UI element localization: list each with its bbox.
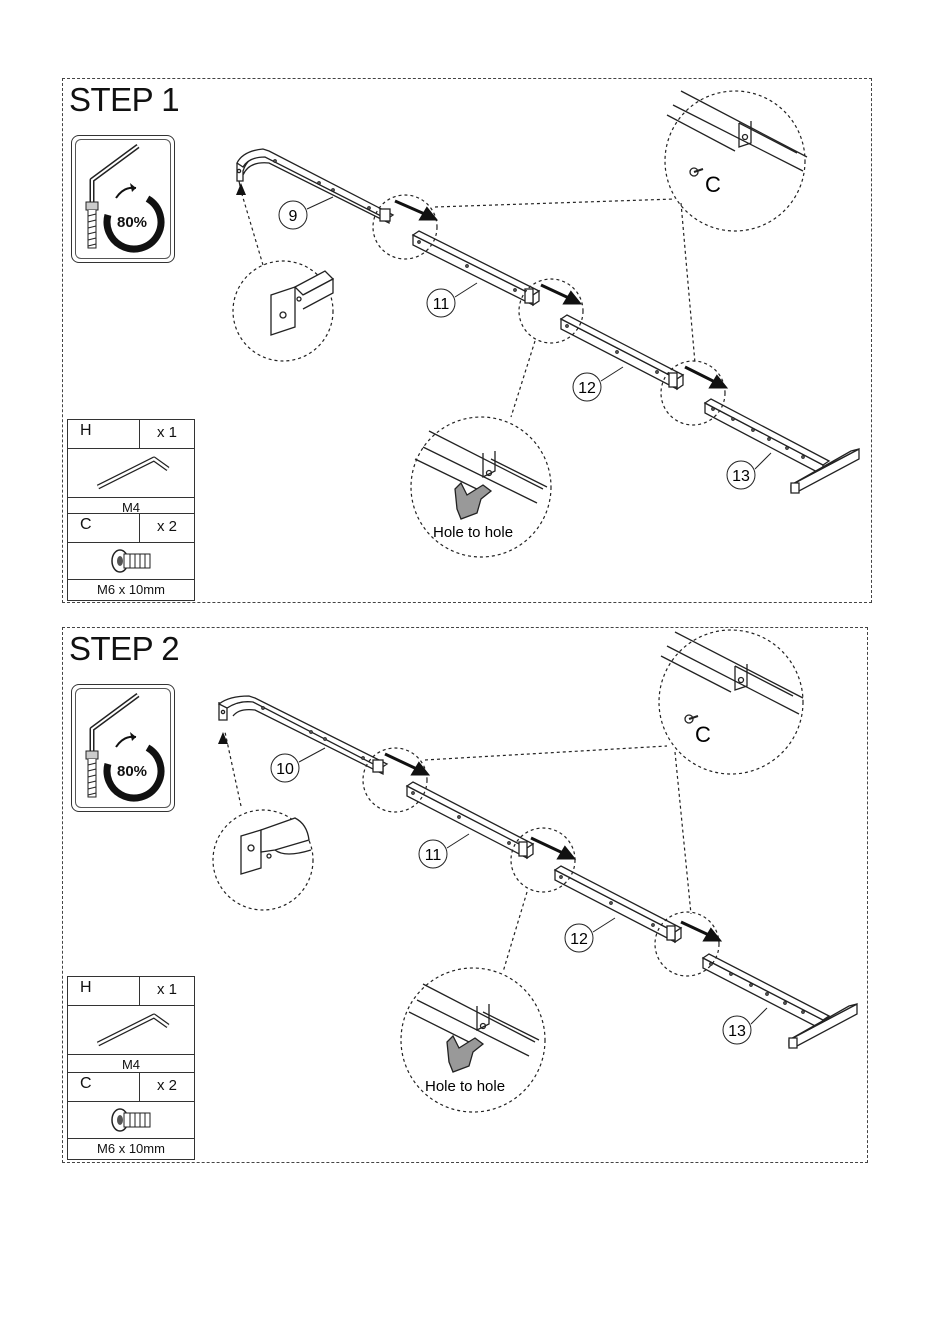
tube-number: 12 xyxy=(578,380,596,397)
assembly-diagram: C Hole to hole 9 11 12 13 xyxy=(63,79,873,604)
part-number-labels: 9 11 12 13 xyxy=(279,201,755,489)
tube-number: 12 xyxy=(570,931,588,948)
hole-to-hole-label: Hole to hole xyxy=(425,1078,505,1095)
tube-number: 10 xyxy=(276,761,294,778)
assembly-diagram: C Hole to hole 10 11 12 13 xyxy=(63,628,869,1164)
tube-number: 11 xyxy=(425,847,442,864)
tube-number: 13 xyxy=(728,1023,746,1040)
step-2-panel: STEP 2 80% H x 1 M4 xyxy=(62,627,868,1163)
hole-detail xyxy=(415,431,547,519)
part-number-labels: 10 11 12 13 xyxy=(271,754,751,1044)
detail-callouts xyxy=(233,91,805,557)
screw-detail xyxy=(661,632,803,723)
screw-c-label: C xyxy=(705,172,721,197)
tube-number: 13 xyxy=(732,468,750,485)
bracket-detail xyxy=(241,818,311,874)
detail-callouts xyxy=(213,630,803,1112)
tube-9 xyxy=(237,149,393,223)
bracket-detail xyxy=(271,271,333,335)
hole-detail xyxy=(409,984,539,1072)
tube-number: 9 xyxy=(289,208,298,225)
screw-detail xyxy=(667,91,807,176)
step-1-panel: STEP 1 80% H x 1 M4 xyxy=(62,78,872,603)
tube-number: 11 xyxy=(433,296,450,313)
tube-10 xyxy=(219,696,387,774)
hole-to-hole-label: Hole to hole xyxy=(433,524,513,541)
screw-c-label: C xyxy=(695,722,711,747)
